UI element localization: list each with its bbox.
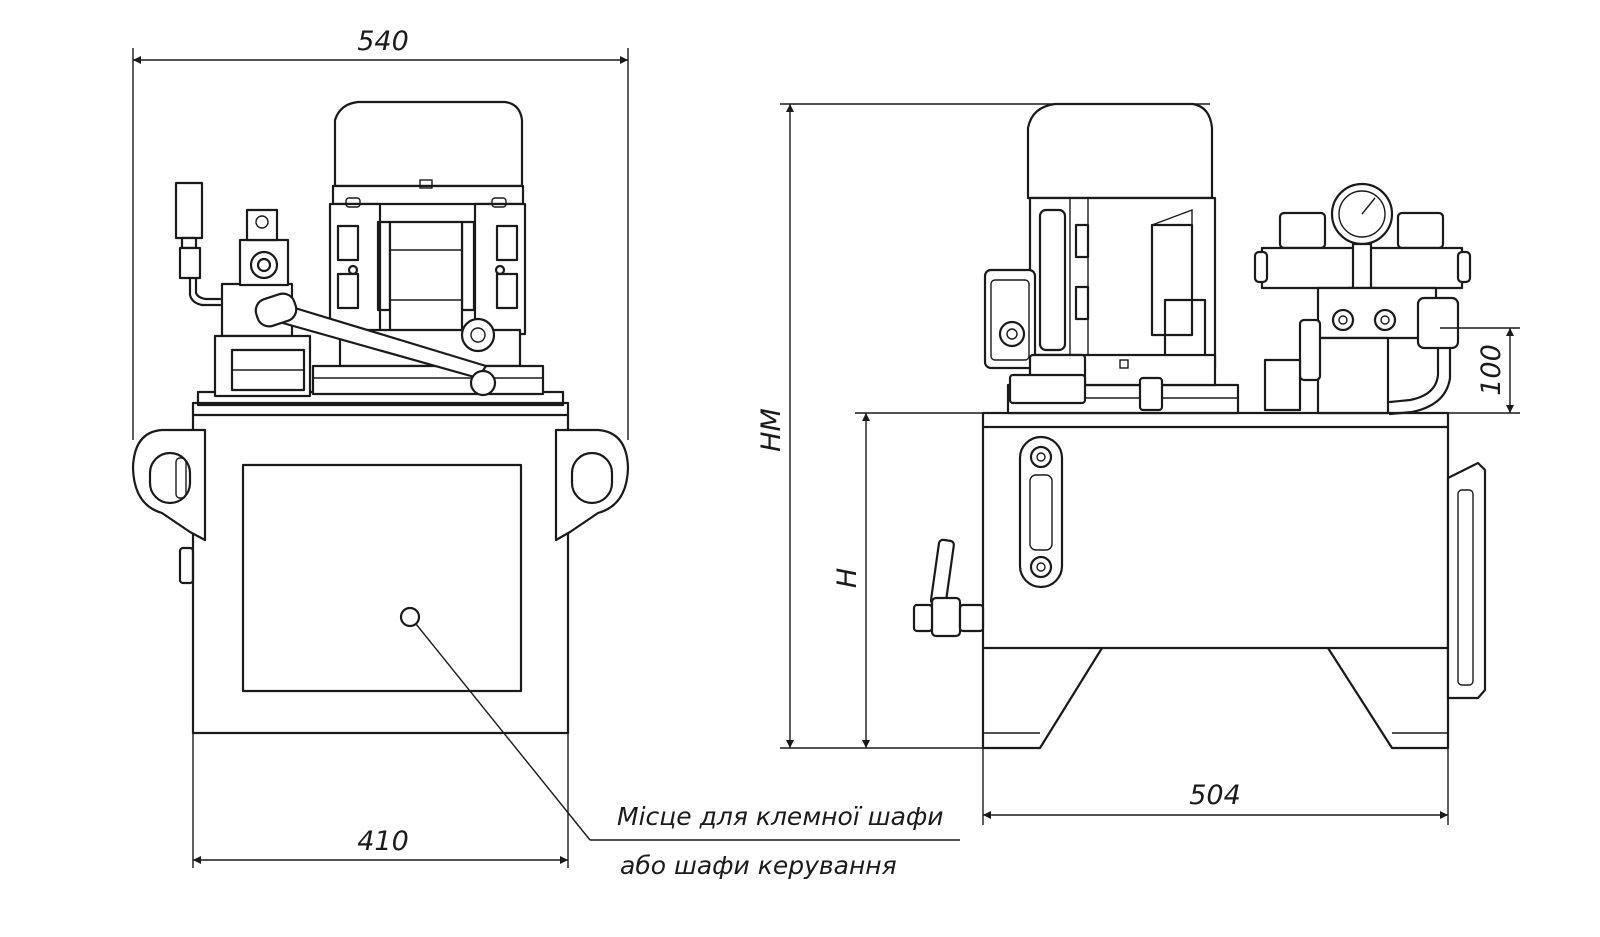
oil-level-gauge	[1018, 435, 1064, 589]
cabinet-marker	[399, 606, 421, 628]
lifting-lug-left	[131, 428, 207, 542]
dim-label-100: 100	[1476, 344, 1507, 396]
dim-HM: HM	[756, 103, 1210, 749]
dim-540: 540	[132, 26, 629, 440]
dim-label-504: 504	[1189, 780, 1241, 811]
dim-H: H	[832, 412, 983, 748]
motor-side	[1026, 102, 1217, 387]
hand-lever	[254, 292, 497, 397]
motor-terminal-box	[983, 268, 1037, 370]
dim-100: 100	[1440, 327, 1520, 414]
side-view	[912, 102, 1487, 750]
dim-504: 504	[982, 700, 1449, 825]
tank-body-front	[191, 401, 570, 735]
drain-valve	[912, 538, 985, 638]
cabinet-callout: Місце для клемної шафи або шафи керуванн…	[415, 623, 960, 880]
dim-label-410: 410	[357, 826, 409, 857]
pressure-switch	[174, 181, 222, 307]
front-view	[131, 100, 630, 735]
dim-label-540: 540	[357, 26, 409, 57]
control-cabinet-area	[241, 463, 523, 693]
motor-front	[328, 100, 527, 368]
callout-line-2: або шафи керування	[620, 851, 897, 880]
dim-label-HM: HM	[756, 408, 787, 452]
dim-label-H: H	[832, 568, 863, 588]
valve-assembly-side	[1253, 182, 1472, 416]
dim-410: 410	[192, 733, 569, 868]
tank-leg-left	[981, 646, 1104, 750]
lifting-lug-right	[554, 428, 630, 542]
callout-line-1: Місце для клемної шафи	[617, 802, 944, 831]
